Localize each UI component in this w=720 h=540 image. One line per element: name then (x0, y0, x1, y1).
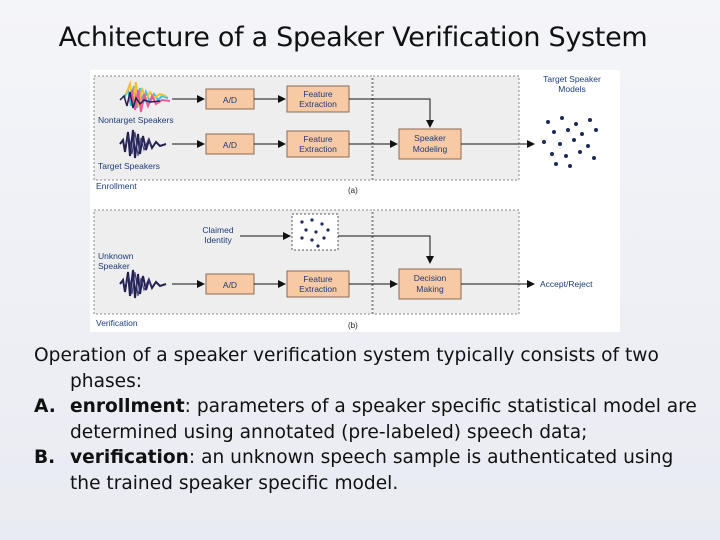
feature-label-2b: Extraction (299, 144, 337, 154)
decision-label-b: Making (416, 284, 444, 294)
claimed-model-cluster (300, 218, 330, 248)
architecture-figure: Nontarget Speakers Target Speakers Enrol… (90, 70, 620, 332)
target-label: Target Speakers (98, 161, 160, 171)
feature-extraction-box-2 (286, 130, 350, 158)
feature-label-3a: Feature (303, 274, 333, 284)
list-item-enrollment: A. enrollment: parameters of a speaker sp… (34, 394, 704, 445)
enrollment-section-label: Enrollment (96, 181, 137, 191)
list-marker: B. (34, 447, 56, 468)
feature-extraction-box-1 (286, 85, 350, 113)
target-waveform (119, 129, 167, 159)
ad-label-2: A/D (223, 140, 237, 150)
unknown-waveform (119, 269, 167, 299)
list-item-verification: B. verification: an unknown speech sample… (34, 445, 704, 496)
modeling-label-a: Speaker (414, 133, 446, 143)
enrollment-caption: (a) (348, 186, 358, 195)
nontarget-waveform (119, 80, 171, 113)
decision-label-a: Decision (414, 273, 447, 283)
slide-title: Achitecture of a Speaker Verification Sy… (58, 22, 648, 53)
list-term: enrollment (70, 396, 185, 417)
feature-extraction-box-3 (286, 270, 350, 298)
accept-reject-label: Accept/Reject (540, 279, 593, 289)
models-label-b: Models (558, 84, 585, 94)
verification-section-label: Verification (96, 318, 138, 328)
claimed-label-a: Claimed (202, 225, 233, 235)
list-text: : an unknown speech sample is authentica… (70, 447, 674, 494)
ad-label: A/D (223, 95, 237, 105)
modeling-label-b: Modeling (413, 144, 448, 154)
unknown-label-b: Speaker (98, 261, 130, 271)
list-term: verification (70, 447, 189, 468)
decision-making-box (398, 268, 462, 300)
models-label-a: Target Speaker (543, 74, 601, 84)
feature-label-3b: Extraction (299, 284, 337, 294)
ad-label-3: A/D (223, 280, 237, 290)
target-speaker-models-cluster (542, 116, 598, 168)
description-text: Operation of a speaker verification syst… (34, 343, 704, 496)
speaker-modeling-box (398, 128, 462, 160)
list-text: : parameters of a speaker specific stati… (70, 396, 697, 443)
nontarget-label: Nontarget Speakers (98, 115, 174, 125)
intro-paragraph: Operation of a speaker verification syst… (34, 345, 659, 392)
unknown-label-a: Unknown (98, 251, 134, 261)
claimed-label-b: Identity (204, 235, 232, 245)
feature-label-1a: Feature (303, 89, 333, 99)
verification-caption: (b) (348, 321, 358, 330)
architecture-diagram: Nontarget Speakers Target Speakers Enrol… (93, 74, 601, 330)
feature-label-1b: Extraction (299, 99, 337, 109)
modeling-panel (372, 75, 520, 181)
list-marker: A. (34, 396, 56, 417)
feature-label-2a: Feature (303, 134, 333, 144)
